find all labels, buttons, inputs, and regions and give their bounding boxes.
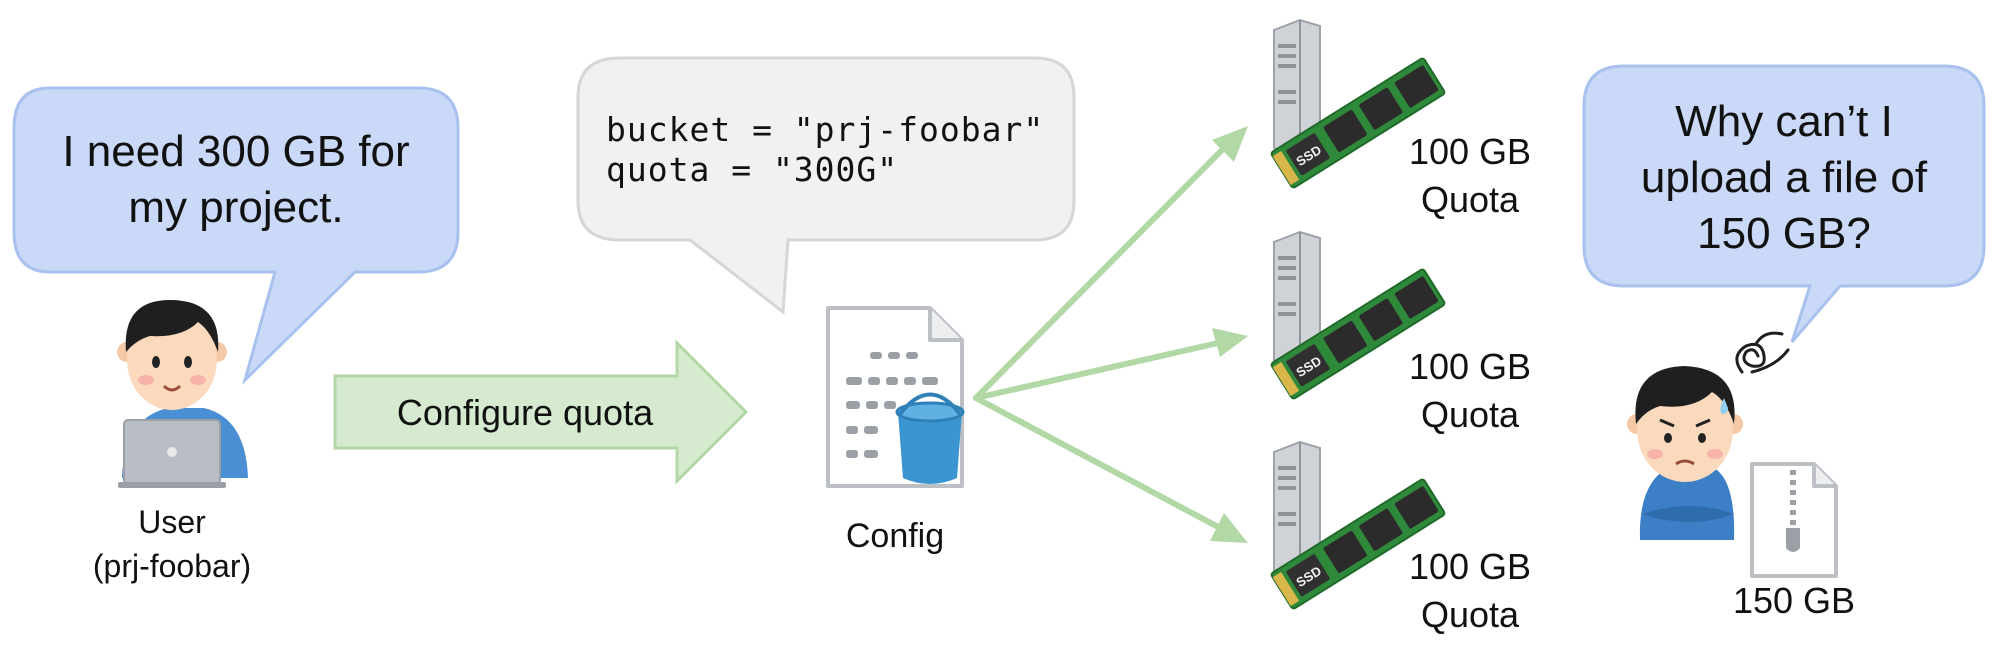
confused-speech-bubble [1582,64,1986,343]
user-name: User [138,504,206,540]
ssd-card-icon: SSD [1270,268,1446,400]
user-bubble-line1: I need 300 GB for [62,127,410,176]
confused-user-avatar [1627,366,1743,540]
user-speech-bubble [12,86,460,385]
config-speech-bubble [576,56,1076,315]
server-quota-label: 100 GB Quota [1386,343,1554,439]
server-quota-label: 100 GB Quota [1386,543,1554,639]
confused-bubble-line3: 150 GB? [1697,209,1871,258]
quota-word: Quota [1420,179,1520,220]
arrow-label: Configure quota [396,392,654,433]
config-code-line2: quota = "300G" [606,150,899,189]
quota-value: 100 GB [1408,131,1532,172]
confused-bubble-text: Why can’t I upload a file of 150 GB? [1588,94,1980,262]
ssd-card-icon: SSD [1270,57,1446,189]
confused-bubble-line2: upload a file of [1640,153,1928,202]
quota-value: 100 GB [1408,346,1532,387]
bucket-icon [895,392,965,484]
file-size-label: 150 GB [1732,580,1856,621]
fanout-lines [973,126,1248,543]
configure-quota-arrow [333,339,749,485]
user-label: User (prj-foobar) [52,500,292,588]
laptop-icon [118,419,226,488]
confused-bubble-line1: Why can’t I [1675,97,1893,146]
quota-value: 100 GB [1408,546,1532,587]
config-label: Config [845,517,945,555]
server-quota-label: 100 GB Quota [1386,128,1554,224]
ssd-card-icon: SSD [1270,478,1446,610]
zip-file-icon [1750,462,1838,578]
config-code-line1: bucket = "prj-foobar" [606,110,1045,149]
quota-word: Quota [1420,394,1520,435]
user-project: (prj-foobar) [92,548,252,584]
server-tower-icon [1273,18,1321,160]
confusion-scribble-icon [1735,331,1790,374]
quota-word: Quota [1420,594,1520,635]
user-bubble-line2: my project. [128,183,344,232]
user-bubble-text: I need 300 GB for my project. [18,124,454,236]
